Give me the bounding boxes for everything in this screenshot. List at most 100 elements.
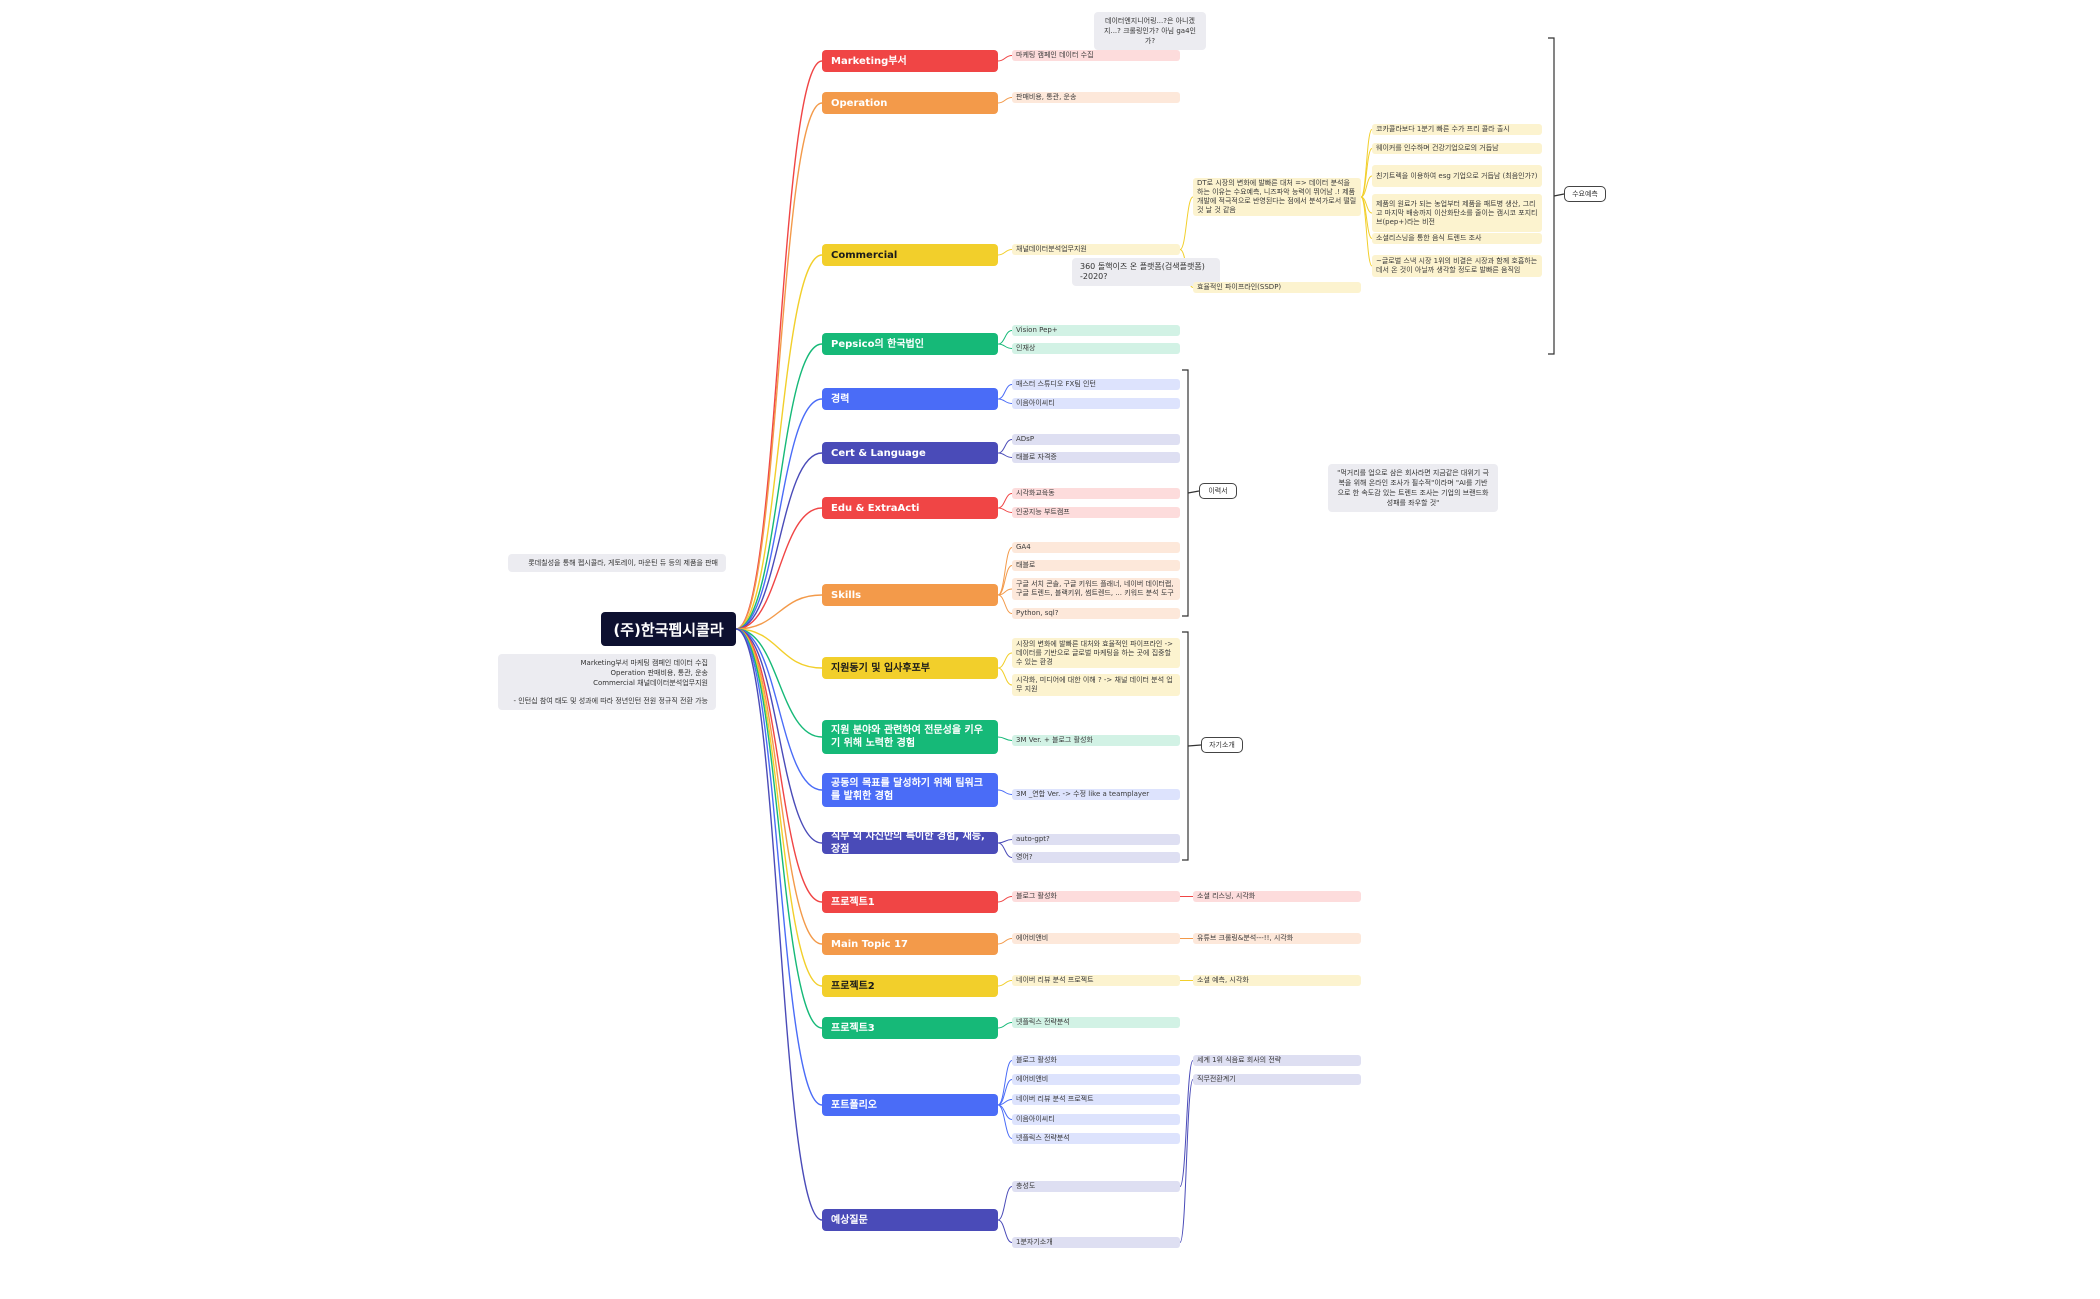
subtopic[interactable]: DT로 시장의 변화에 발빠른 대처 => 데이터 분석을 하는 이유는 수요예… xyxy=(1193,178,1361,216)
connector-line xyxy=(735,594,823,630)
summary-intro-tag[interactable]: 자기소개 xyxy=(1201,737,1243,753)
subtopic[interactable]: 친기트렉을 이용하여 esg 기업으로 거듭남 (최음인가?) xyxy=(1372,165,1542,187)
connector-line xyxy=(1179,196,1194,250)
connector-line xyxy=(735,452,823,630)
subtopic[interactable]: 이음아이씨티 xyxy=(1012,398,1180,409)
subtopic[interactable]: 3M Ver. + 블로그 활성화 xyxy=(1012,735,1180,746)
note-left: 롯데칠성을 통해 펩시콜라, 게토레이, 마운틴 듀 등의 제품을 판매 xyxy=(508,554,726,572)
root-topic[interactable]: (주)한국펩시콜라 xyxy=(601,612,736,646)
subtopic[interactable]: 넷플릭스 전략분석 xyxy=(1012,1133,1180,1144)
connector-line xyxy=(735,628,823,987)
branch-topic[interactable]: Marketing부서 xyxy=(822,50,998,72)
subtopic[interactable]: 코카콜라보다 1분기 빠른 수가 프리 콜라 출시 xyxy=(1372,124,1542,135)
subtopic[interactable]: 에어비앤비 xyxy=(1012,933,1180,944)
subtopic[interactable]: 소셜 리스닝, 시각화 xyxy=(1193,891,1361,902)
connector-line xyxy=(997,667,1013,686)
subtopic[interactable]: 유튜브 크롤링&분석---!!, 시각화 xyxy=(1193,933,1361,944)
connector-line xyxy=(1182,369,1189,617)
branch-topic[interactable]: 포트폴리오 xyxy=(822,1094,998,1116)
connector-line xyxy=(735,628,823,903)
summary-resume-tag[interactable]: 이력서 xyxy=(1199,483,1237,499)
note-summary-line: Marketing부서 마케팅 캠페인 데이터 수집 xyxy=(580,659,708,667)
subtopic[interactable]: 소셜 예측, 시각화 xyxy=(1193,975,1361,986)
subtopic[interactable]: 네이버 리뷰 분석 프로젝트 xyxy=(1012,1094,1180,1105)
subtopic[interactable]: 직무전환계기 xyxy=(1193,1074,1361,1085)
connector-line xyxy=(997,652,1013,669)
connector-line xyxy=(997,439,1013,454)
branch-topic[interactable]: 직무 외 자신만의 특이한 경험, 재능, 장점 xyxy=(822,831,998,855)
subtopic[interactable]: Python, sql? xyxy=(1012,608,1180,619)
subtopic[interactable]: 웨이커를 인수하며 건강기업으로의 거듭남 xyxy=(1372,143,1542,154)
subtopic[interactable]: 채널데이터분석업무지원 xyxy=(1012,244,1180,255)
branch-topic[interactable]: Skills xyxy=(822,584,998,606)
branch-topic[interactable]: Commercial xyxy=(822,244,998,266)
branch-topic[interactable]: 예상질문 xyxy=(822,1209,998,1231)
subtopic[interactable]: 효율적인 파이프라인(SSDP) xyxy=(1193,282,1361,293)
subtopic[interactable]: 제품의 원료가 되는 농업부터 제품을 패트병 생산, 그리고 마지막 배송까지… xyxy=(1372,194,1542,232)
summary-demand-tag[interactable]: 수요예측 xyxy=(1564,186,1606,202)
subtopic[interactable]: 소셜리스닝을 통한 음식 트렌드 조사 xyxy=(1372,233,1542,244)
subtopic[interactable]: 시각화, 미디어에 대한 이해 ? -> 채널 데이터 분석 업무 지원 xyxy=(1012,674,1180,696)
subtopic[interactable]: 충성도 xyxy=(1012,1181,1180,1192)
branch-topic[interactable]: Pepsico의 한국법인 xyxy=(822,333,998,355)
subtopic[interactable]: GA4 xyxy=(1012,542,1180,553)
branch-topic[interactable]: Cert & Language xyxy=(822,442,998,464)
branch-topic[interactable]: 경력 xyxy=(822,388,998,410)
branch-topic[interactable]: Edu & ExtraActi xyxy=(822,497,998,519)
subtopic[interactable]: 태블로 xyxy=(1012,560,1180,571)
connector-line xyxy=(997,1186,1013,1221)
connector-line xyxy=(997,452,1013,458)
subtopic[interactable]: 블로그 활성화 xyxy=(1012,891,1180,902)
subtopic[interactable]: 구글 서치 콘솔, 구글 키워드 플래너, 네이버 데이터랩, 구글 트렌드, … xyxy=(1012,578,1180,600)
branch-topic[interactable]: 공동의 목표를 달성하기 위해 팀워크를 발휘한 경험 xyxy=(822,773,998,807)
subtopic[interactable]: 세계 1위 식음료 회사의 전략 xyxy=(1193,1055,1361,1066)
connector-line xyxy=(735,343,823,630)
subtopic[interactable]: 판매비용, 통관, 운송 xyxy=(1012,92,1180,103)
branch-topic[interactable]: Main Topic 17 xyxy=(822,933,998,955)
subtopic[interactable]: 네이버 리뷰 분석 프로젝트 xyxy=(1012,975,1180,986)
note-summary-line xyxy=(506,688,708,696)
connector-line xyxy=(997,1079,1013,1106)
connector-line xyxy=(997,493,1013,509)
connector-line xyxy=(1360,148,1373,198)
connector-line xyxy=(1179,1079,1194,1243)
connector-line xyxy=(997,249,1013,256)
branch-topic[interactable]: 프로젝트1 xyxy=(822,891,998,913)
subtopic[interactable]: 에어비앤비 xyxy=(1012,1074,1180,1085)
subtopic[interactable]: 태블로 자격증 xyxy=(1012,452,1180,463)
subtopic[interactable]: 시각화교육동 xyxy=(1012,488,1180,499)
connector-line xyxy=(997,1060,1013,1106)
subtopic[interactable]: 시장의 변화에 발빠른 대처와 효율적인 파이프라인 -> 데이터를 기반으로 … xyxy=(1012,638,1180,668)
subtopic[interactable]: 넷플릭스 전략분석 xyxy=(1012,1017,1180,1028)
connector-line xyxy=(997,980,1013,987)
subtopic[interactable]: 3M _연합 Ver. -> 수정 like a teamplayer xyxy=(1012,789,1180,800)
branch-topic[interactable]: 프로젝트3 xyxy=(822,1017,998,1039)
connector-line xyxy=(735,628,823,945)
connector-line xyxy=(735,398,823,630)
subtopic[interactable]: 인공지능 부트캠프 xyxy=(1012,507,1180,518)
note-summary-line: - 인턴십 참여 태도 및 성과에 따라 정년인턴 전원 정규직 전환 가능 xyxy=(513,697,708,705)
connector-line xyxy=(735,628,823,669)
subtopic[interactable]: 영어? xyxy=(1012,852,1180,863)
branch-topic[interactable]: Operation xyxy=(822,92,998,114)
note-top-question: 데이터엔지니어링...?은 아니겠지...? 크롤링인가? 아님 ga4인가? xyxy=(1094,12,1206,50)
subtopic[interactable]: 매스터 스튜디오 FX팀 인턴 xyxy=(1012,379,1180,390)
connector-line xyxy=(997,938,1013,945)
connector-line xyxy=(997,330,1013,345)
branch-topic[interactable]: 프로젝트2 xyxy=(822,975,998,997)
subtopic[interactable]: 블로그 활성화 xyxy=(1012,1055,1180,1066)
subtopic[interactable]: auto-gpt? xyxy=(1012,834,1180,845)
subtopic[interactable]: ~글로벌 스낵 시장 1위의 비결은 시장과 함께 호흡하는 데서 온 것이 아… xyxy=(1372,255,1542,277)
subtopic[interactable]: 마케팅 캠페인 데이터 수집 xyxy=(1012,50,1180,61)
branch-topic[interactable]: 지원동기 및 입사후포부 xyxy=(822,657,998,679)
subtopic[interactable]: 1분자기소개 xyxy=(1012,1237,1180,1248)
note-summary-line: Commercial 채널데이터분석업무지원 xyxy=(593,679,708,687)
subtopic[interactable]: 이음아이씨티 xyxy=(1012,1114,1180,1125)
subtopic[interactable]: Vision Pep+ xyxy=(1012,325,1180,336)
connector-line xyxy=(735,628,823,791)
branch-topic[interactable]: 지원 분야와 관련하여 전문성을 키우기 위해 노력한 경험 xyxy=(822,720,998,754)
subtopic[interactable]: ADsP xyxy=(1012,434,1180,445)
connector-line xyxy=(997,896,1013,903)
subtopic[interactable]: 인재상 xyxy=(1012,343,1180,354)
connector-line xyxy=(997,789,1013,795)
